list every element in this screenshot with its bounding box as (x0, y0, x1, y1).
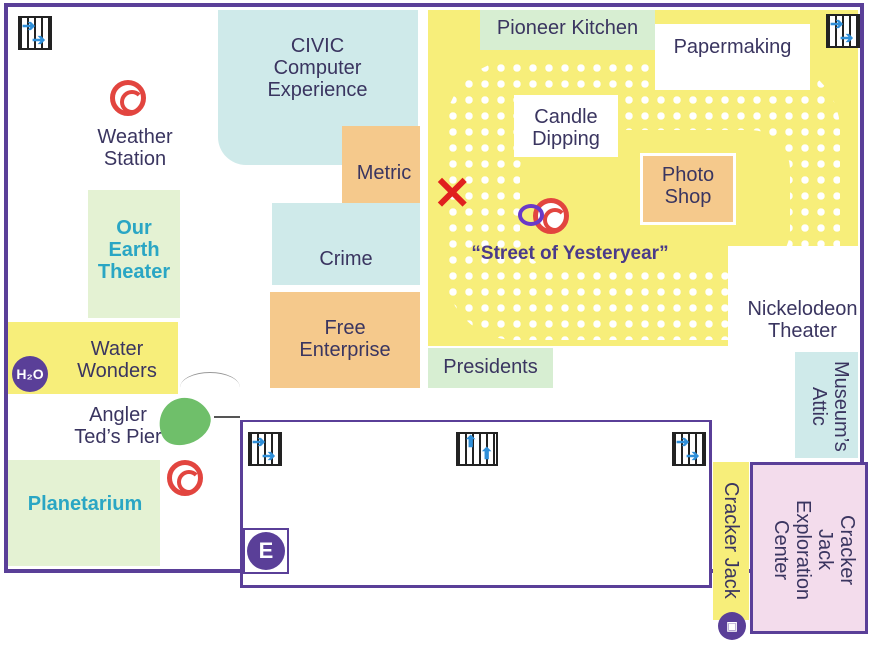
stairs-arrow-icon: ⬆ (480, 446, 494, 463)
stairs-arrow-icon: ⬆ (464, 434, 478, 451)
h2o-icon: H₂O (12, 356, 48, 392)
angler-teds-pier-label: Angler Ted’s Pier (74, 404, 162, 448)
presidents-label: Presidents (443, 356, 538, 378)
planetarium-label: Planetarium (27, 493, 143, 515)
cracker-jack-label: Cracker Jack (720, 481, 742, 599)
x-mark-icon: ✕ (433, 167, 472, 219)
stairs-arrow-icon: ➔ (252, 434, 266, 451)
stairs-arrow-icon: ➔ (676, 434, 690, 451)
cracker-jack-room[interactable] (713, 462, 749, 620)
fishing-line-icon (180, 372, 240, 403)
stairs-icon[interactable]: ⬆ ⬆ (456, 432, 498, 466)
pier-figure-icon (214, 400, 240, 418)
stairs-arrow-icon: ➔ (22, 18, 36, 35)
stairs-arrow-icon: ➔ (840, 30, 854, 47)
free-enterprise-label: Free Enterprise (299, 317, 391, 361)
free-enterprise-room[interactable] (270, 292, 420, 388)
weather-station-label: Weather Station (97, 126, 173, 170)
stairs-arrow-icon: ➔ (262, 448, 276, 465)
stairs-icon[interactable]: ➔ ➔ (248, 432, 282, 466)
presidents-room[interactable] (428, 348, 553, 388)
planetarium-room[interactable] (8, 460, 160, 566)
museums-attic-room[interactable] (795, 352, 858, 458)
planetarium-swirl-icon (167, 460, 203, 496)
candle-dipping-room[interactable] (514, 95, 618, 157)
our-earth-theater-label: Our Earth Theater (97, 217, 171, 283)
pioneer-kitchen-label: Pioneer Kitchen (496, 17, 639, 39)
stairs-icon[interactable]: ➔ ➔ (18, 16, 52, 50)
stairs-icon[interactable]: ➔ ➔ (672, 432, 706, 466)
photo-shop-label: Photo Shop (661, 164, 715, 208)
pioneer-kitchen-room[interactable] (480, 10, 655, 50)
papermaking-room[interactable] (655, 24, 810, 90)
restroom-icon: ▣ (718, 612, 746, 640)
weather-station-swirl-icon (110, 80, 146, 116)
civic-computer-experience-label: CIVIC Computer Experience (267, 35, 368, 101)
metric-label: Metric (356, 162, 412, 184)
museums-attic-label: Museum’s Attic (808, 360, 852, 452)
nickelodeon-theater-label: Nickelodeon Theater (747, 298, 858, 342)
papermaking-label: Papermaking (673, 36, 792, 58)
crime-room[interactable] (272, 203, 420, 285)
water-wonders-label: Water Wonders (77, 338, 157, 382)
street-of-yesteryear-label: “Street of Yesteryear” (471, 243, 669, 264)
stairs-icon[interactable]: ➔ ➔ (826, 14, 860, 48)
stairs-arrow-icon: ➔ (686, 448, 700, 465)
crime-label: Crime (319, 248, 373, 270)
metric-room[interactable] (342, 126, 420, 218)
cracker-jack-exploration-center-label: Cracker Jack Exploration Center (770, 499, 858, 601)
elevator-icon[interactable]: E (247, 532, 285, 570)
purple-circle-marker-icon (518, 204, 544, 226)
cracker-jack-exploration-center-room[interactable] (750, 462, 868, 634)
photo-shop-room[interactable] (640, 153, 736, 225)
stairs-arrow-icon: ➔ (830, 16, 844, 33)
nickelodeon-theater-room[interactable] (728, 246, 858, 346)
angler-teds-pier-room[interactable] (50, 396, 178, 460)
stairs-arrow-icon: ➔ (32, 32, 46, 49)
candle-dipping-label: Candle Dipping (532, 106, 600, 150)
our-earth-theater-room[interactable] (88, 190, 180, 318)
